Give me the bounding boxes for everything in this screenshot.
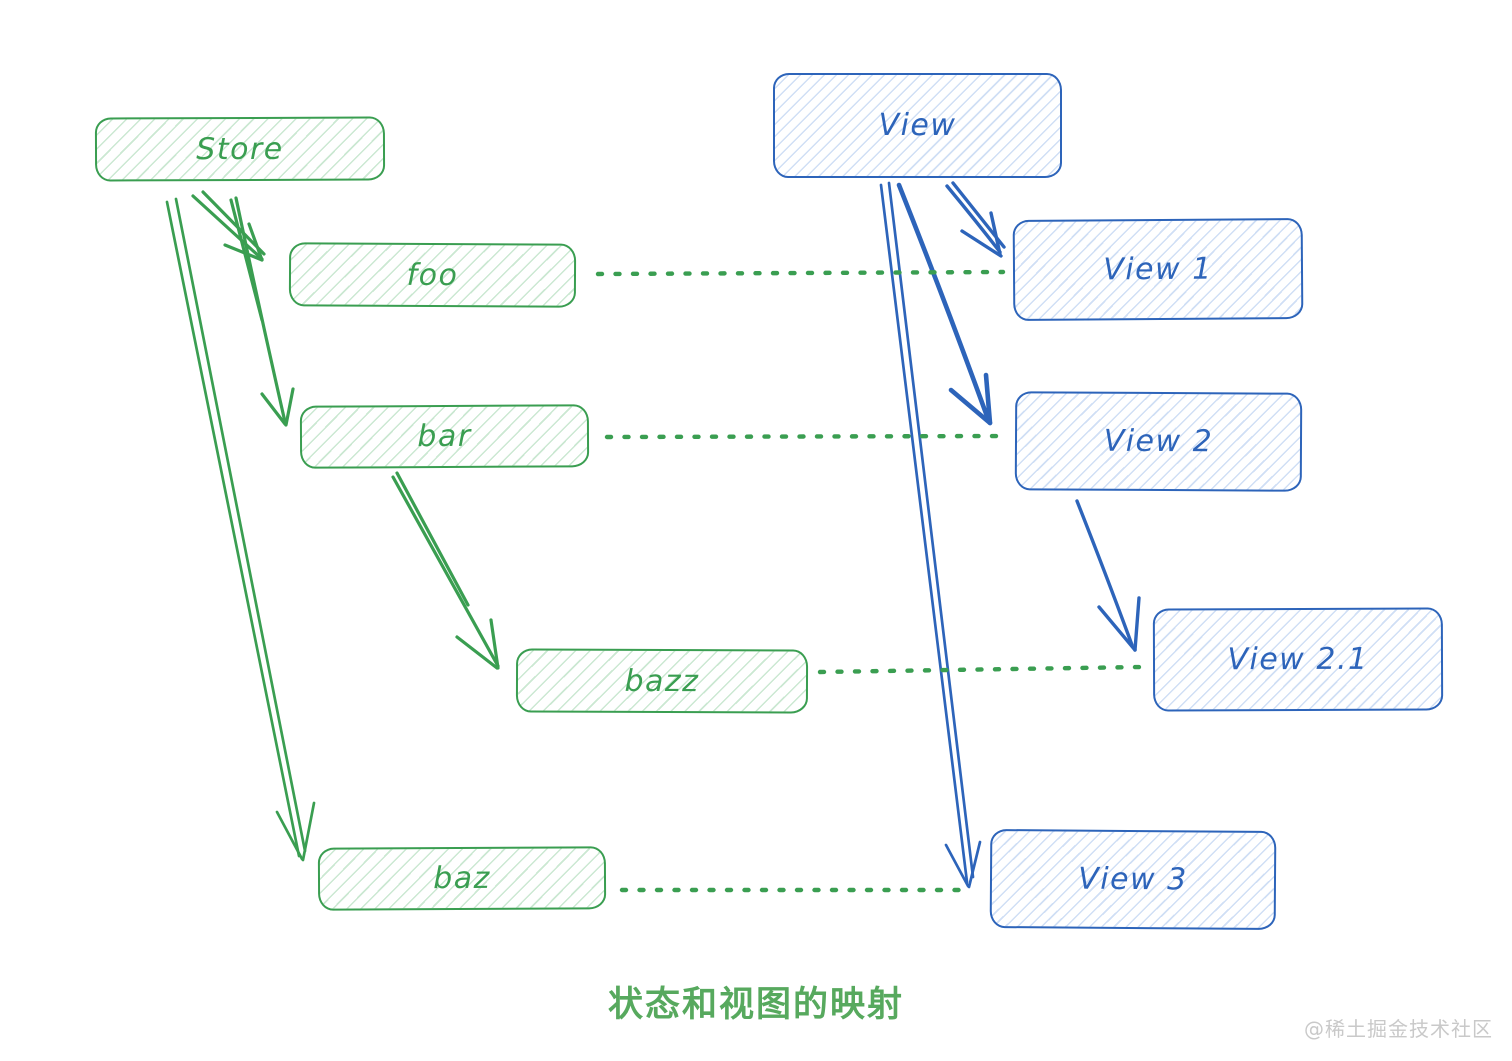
- mapping-links: [595, 269, 1144, 893]
- arrowhead-barb: [1133, 596, 1141, 652]
- node-bar: bar: [299, 404, 590, 469]
- arrow-line: [945, 184, 1002, 254]
- arrow-store-foo: [191, 190, 266, 262]
- arrow-line: [165, 200, 301, 858]
- node-store-label: Store: [196, 131, 284, 167]
- arrow-bar-bazz: [391, 471, 500, 670]
- node-baz-label: baz: [433, 860, 491, 897]
- arrow-line: [395, 471, 470, 607]
- node-view1-label: View 1: [1103, 251, 1213, 288]
- arrowhead-barb: [944, 843, 970, 888]
- dotted-link-bazz-view21: [817, 664, 1144, 675]
- arrowhead-barb: [284, 387, 295, 427]
- arrow-line: [191, 194, 264, 261]
- arrow-line: [391, 475, 500, 668]
- arrow-line: [229, 198, 264, 322]
- arrowhead-barb: [948, 387, 993, 426]
- node-view: View: [773, 73, 1062, 178]
- arrowhead-barb: [983, 372, 993, 426]
- node-view21: View 2.1: [1152, 607, 1444, 712]
- arrowhead-barb: [247, 222, 264, 262]
- arrow-line: [174, 197, 307, 853]
- arrow-line: [1075, 499, 1134, 647]
- node-bar-label: bar: [417, 418, 472, 455]
- arrow-view2-view21: [1075, 499, 1141, 652]
- node-view3-label: View 3: [1078, 861, 1188, 898]
- dotted-link-foo-view1: [595, 269, 1006, 277]
- arrowhead-barb: [455, 635, 499, 670]
- arrowhead-barb: [989, 211, 1002, 256]
- arrowhead-barb: [960, 229, 1003, 258]
- node-view21-label: View 2.1: [1227, 641, 1369, 678]
- node-view1: View 1: [1012, 217, 1304, 322]
- arrowhead-barb: [260, 392, 287, 426]
- node-view3: View 3: [989, 829, 1277, 930]
- node-view-label: View: [878, 108, 957, 143]
- node-view2-label: View 2: [1103, 423, 1214, 460]
- community-watermark: @稀土掘金技术社区: [1304, 1017, 1493, 1041]
- node-store: Store: [94, 116, 386, 182]
- arrow-line: [201, 190, 266, 256]
- arrow-view-view3: [879, 181, 982, 889]
- arrow-store-bar: [229, 196, 295, 427]
- diagram-caption: 状态和视图的映射: [607, 985, 904, 1025]
- arrow-store-baz: [165, 197, 316, 862]
- node-baz: baz: [317, 846, 607, 911]
- arrowhead-barb: [275, 810, 304, 861]
- node-bazz-label: bazz: [624, 663, 700, 699]
- arrowhead-barb: [301, 801, 316, 862]
- arrow-view-view1: [945, 181, 1006, 258]
- arrowhead-barb: [967, 840, 982, 889]
- node-bazz: bazz: [515, 648, 809, 714]
- node-foo: foo: [288, 242, 577, 308]
- arrow-view-view2: [896, 182, 993, 426]
- arrow-line: [887, 181, 975, 879]
- arrowhead-barb: [1097, 605, 1137, 652]
- arrow-line: [879, 183, 969, 884]
- dotted-link-bar-view2: [604, 433, 1007, 440]
- arrowhead-barb: [489, 618, 500, 670]
- node-foo-label: foo: [406, 257, 459, 293]
- node-view2: View 2: [1014, 391, 1303, 492]
- arrow-line: [896, 182, 991, 422]
